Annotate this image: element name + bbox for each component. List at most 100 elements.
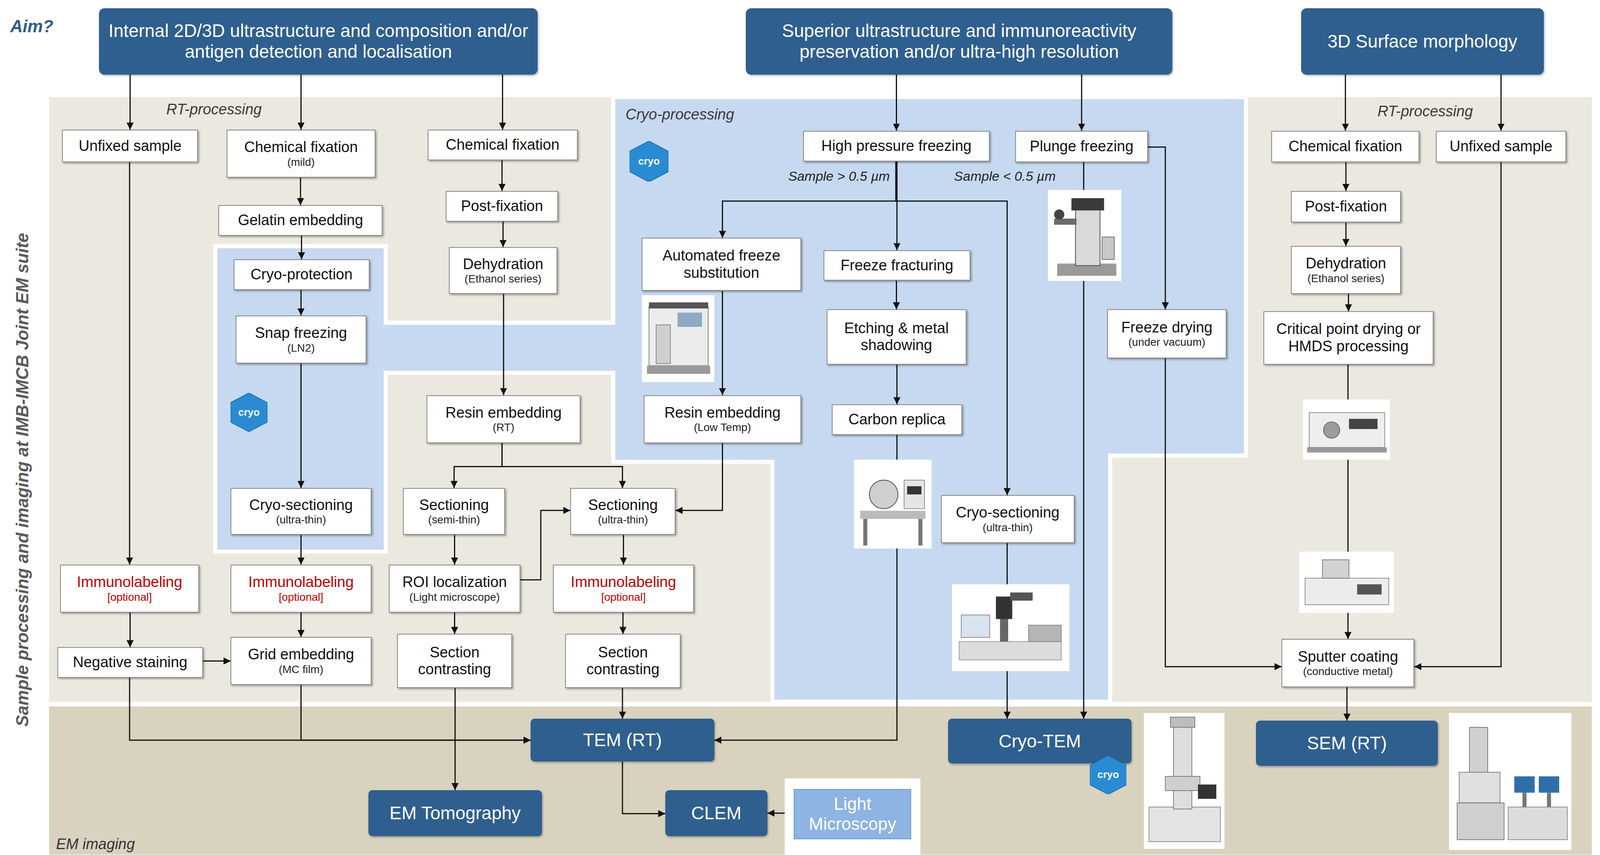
imaging-box: Cryo-TEM [948,718,1132,764]
process-box: Unfixed sample [1435,130,1567,163]
connector-arrow [129,612,131,647]
box-sublabel: (RT) [492,421,515,434]
connector-arrow [675,443,723,511]
box-label: Section contrasting [402,643,508,678]
device-monitor [1538,776,1560,793]
box-label: EM Tomography [389,802,521,824]
box-label: Cryo-sectioning [248,496,353,514]
label-holder: RT-processing [166,100,262,118]
box-label: Light Microscopy [799,793,906,834]
device-base [1457,802,1505,840]
box-label: Immunolabeling [248,573,354,591]
box-sublabel: [optional] [107,590,152,604]
device-cabinet [648,306,709,366]
process-box: Plunge freezing [1015,130,1148,163]
device-lid [648,302,709,309]
label-holder: Sample > 0.5 µm [788,168,890,184]
label-holder: Cryo-processing [625,106,735,123]
box-label: Sputter coating [1297,648,1399,666]
box-sublabel: [optional] [278,590,324,604]
label-holder: Sample processing and imaging at IMB-IMC… [12,232,33,727]
device-panel [907,485,922,495]
box-label: Freeze fracturing [840,256,954,275]
connector-arrow [621,687,623,719]
device-base [959,641,1062,660]
cryo-badge: cryo [230,392,268,432]
connector-arrow [896,161,898,251]
process-box: Sputter coating(conductive metal) [1281,638,1415,687]
connector-arrow [501,74,504,130]
device-chamber [869,479,899,509]
plunge-freezer-photo [1047,190,1122,281]
device-head [1071,197,1104,211]
side-title: Sample processing and imaging at IMB-IMC… [12,232,33,727]
cryo-processing-region [215,97,1246,702]
device-base [646,365,711,374]
box-label: CLEM [691,802,742,824]
photo-ground [951,583,1070,671]
connector-group [129,74,1502,814]
rt-processing-region [49,97,1593,702]
process-box: Dehydration(Ethanol series) [1290,245,1402,294]
device-desk [1508,806,1568,840]
connector-arrow [1081,74,1083,131]
box-label: Chemical fixation [1288,137,1403,156]
device-monitor [1514,776,1535,793]
size-note: Sample < 0.5 µm [953,168,1056,184]
process-box: Cryo-protection [233,259,370,290]
hexagon-fill [629,140,669,182]
label-holder: Aim? [10,16,54,37]
ultramicrotome-photo [951,583,1070,671]
process-box: Etching & metal shadowing [826,309,967,365]
region-label: RT-processing [1377,102,1474,120]
optional-step-box: Immunolabeling[optional] [60,564,199,613]
size-note: Sample > 0.5 µm [788,168,890,184]
process-box: Unfixed sample [62,129,198,163]
connector-arrow [502,221,504,248]
optional-step-box: Immunolabeling[optional] [230,564,372,613]
box-label: Internal 2D/3D ultrastructure and compos… [103,20,533,63]
box-label: Sectioning [587,496,658,514]
process-box: Carbon replica [831,404,963,435]
process-box: Freeze drying(under vacuum) [1107,309,1227,359]
connector-arrow [1147,146,1166,310]
hexagon-fill [230,392,268,432]
process-box: Section contrasting [397,633,513,688]
imaging-box: EM Tomography [368,789,542,836]
connector-arrow [300,363,302,488]
box-sublabel: [optional] [601,590,647,604]
process-box: Section contrasting [565,633,681,688]
connector-arrow [454,443,502,488]
box-label: Dehydration [1305,254,1387,273]
connector-arrow [1345,162,1347,191]
connector-arrow [622,534,625,564]
box-label: ROI localization [402,573,507,591]
box-label: cryo [237,406,260,419]
connector-arrow [501,443,623,488]
box-label: Cryo-protection [250,265,353,284]
box-label: Freeze drying [1121,318,1213,337]
device-monitor [1197,784,1217,799]
box-label: cryo [1097,768,1119,781]
box-label: Unfixed sample [1449,137,1553,156]
connector-arrow [1165,358,1282,667]
connector-arrow [300,74,302,130]
process-box: Chemical fixation(mild) [226,129,376,178]
box-sublabel: (LN2) [287,341,315,355]
device-dewar [1102,236,1115,260]
box-label: Sectioning [419,496,489,514]
connector-arrow [895,74,898,131]
box-label: Resin embedding [664,404,781,422]
box-label: Grid embedding [247,645,354,663]
process-box: Resin embedding(RT) [426,395,581,444]
box-label: Section contrasting [570,643,676,678]
device-chamber [1322,559,1350,579]
box-label: SEM (RT) [1307,732,1388,754]
optional-step-box: Immunolabeling[optional] [552,564,694,613]
device-chamber [1165,776,1200,791]
device-microscope [995,596,1013,619]
light-microscopy-box: Light Microscopy [793,788,912,839]
process-box: Chemical fixation [427,129,578,161]
connector-arrow [622,612,624,634]
connector-arrow [300,177,302,206]
